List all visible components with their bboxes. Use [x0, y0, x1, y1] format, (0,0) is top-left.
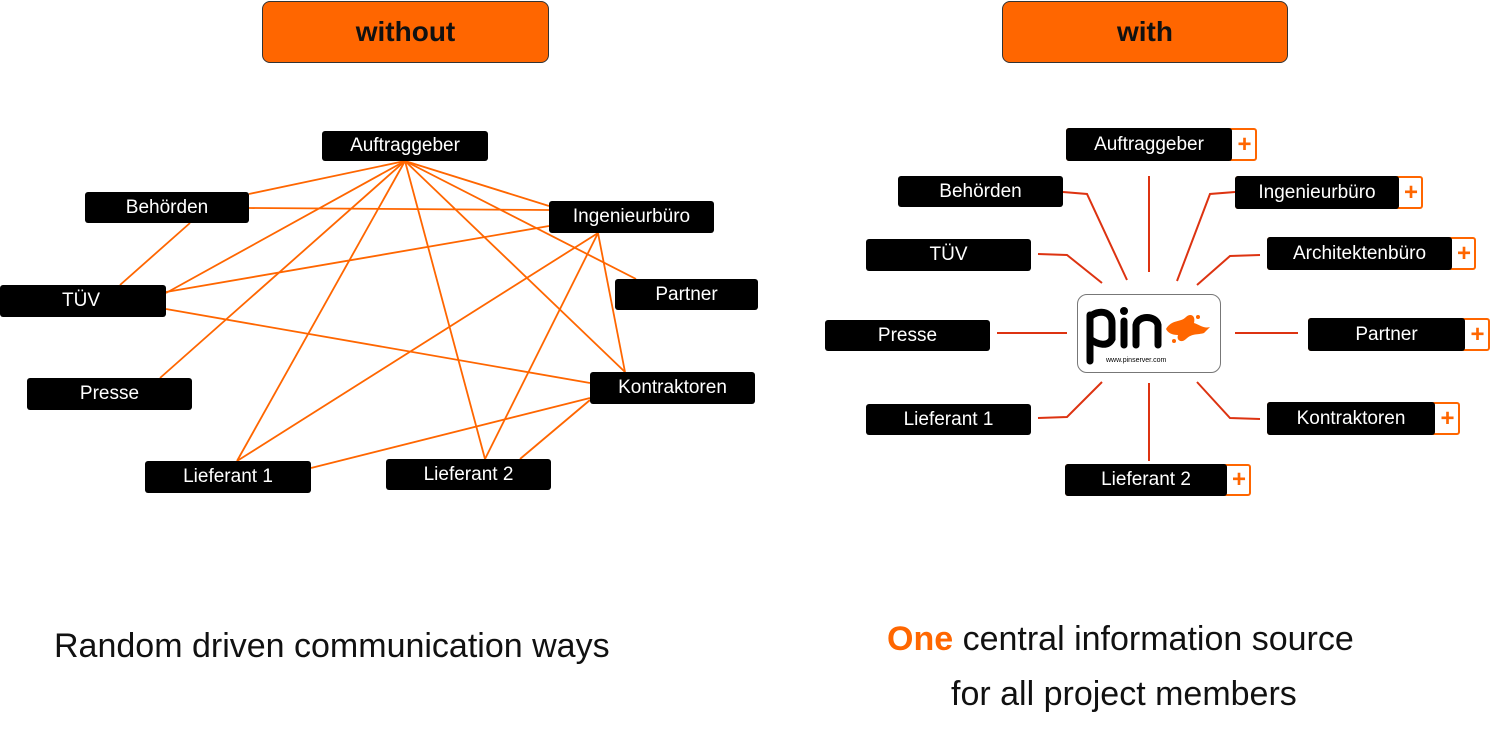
plus-icon[interactable]: + — [1237, 130, 1252, 158]
edge-auftraggeber-behoerden — [248, 160, 406, 195]
edge-tuev-kontraktoren — [165, 308, 591, 384]
spoke-architektenbuero — [1196, 254, 1261, 286]
edge-kontraktoren-lieferant2 — [519, 399, 591, 460]
edge-auftraggeber-lieferant1 — [236, 160, 406, 462]
without-header: without — [262, 1, 549, 63]
caption-right-line2: for all project members — [951, 675, 1297, 713]
node-presse: Presse — [27, 378, 192, 410]
node-lieferant2-hub: Lieferant 2 — [1065, 464, 1227, 496]
edge-auftraggeber-lieferant2 — [404, 160, 486, 460]
edge-auftraggeber-partner — [404, 160, 637, 280]
caption-right-accent: One — [887, 620, 954, 658]
node-auftraggeber: Auftraggeber — [322, 131, 488, 161]
node-lieferant1-hub: Lieferant 1 — [866, 404, 1031, 435]
pin-logo-icon — [1086, 307, 1210, 365]
caption-left: Random driven communication ways — [54, 627, 610, 665]
edge-behoerden-ingenieurbuero — [248, 207, 550, 211]
hub-spokes — [997, 176, 1298, 461]
edge-ingenieurbuero-lieferant2 — [484, 232, 599, 460]
node-kontraktoren-hub: Kontraktoren — [1267, 402, 1435, 435]
edge-tuev-ingenieurbuero — [165, 225, 550, 293]
node-partner-hub: Partner — [1308, 318, 1465, 351]
caption-right-text: central information source — [953, 620, 1354, 658]
edge-auftraggeber-ingenieurbuero — [404, 160, 550, 207]
plus-icon[interactable]: + — [1231, 466, 1246, 493]
node-presse-hub: Presse — [825, 320, 990, 351]
plus-icon[interactable]: + — [1440, 404, 1455, 432]
node-architektenbuero-hub: Architektenbüro — [1267, 237, 1452, 270]
with-header: with — [1002, 1, 1288, 63]
node-auftraggeber-hub: Auftraggeber — [1066, 128, 1232, 161]
plus-icon[interactable]: + — [1470, 320, 1485, 348]
pinserver-logo: www.pinserver.com — [1077, 294, 1221, 373]
spoke-ingenieurbuero — [1176, 191, 1236, 282]
plus-icon[interactable]: + — [1403, 178, 1418, 206]
node-tuev-hub: TÜV — [866, 239, 1031, 271]
edge-ingenieurbuero-kontraktoren — [597, 232, 626, 373]
edge-behoerden-tuev — [119, 222, 191, 286]
random-edges — [119, 160, 637, 469]
edge-ingenieurbuero-lieferant1 — [236, 232, 599, 462]
node-behoerden: Behörden — [85, 192, 249, 223]
spoke-behoerden — [1062, 191, 1128, 281]
node-ingenieurbuero: Ingenieurbüro — [549, 201, 714, 233]
edge-kontraktoren-lieferant1 — [310, 397, 591, 469]
node-lieferant1: Lieferant 1 — [145, 461, 311, 493]
node-ingenieurbuero-hub: Ingenieurbüro — [1235, 176, 1399, 209]
node-lieferant2: Lieferant 2 — [386, 459, 551, 490]
node-kontraktoren: Kontraktoren — [590, 372, 755, 404]
plus-icon[interactable]: + — [1456, 239, 1471, 267]
node-partner: Partner — [615, 279, 758, 310]
logo-url: www.pinserver.com — [1106, 357, 1167, 364]
node-behoerden-hub: Behörden — [898, 176, 1063, 207]
node-tuev: TÜV — [0, 285, 166, 317]
edge-auftraggeber-tuev — [165, 160, 406, 294]
edge-auftraggeber-kontraktoren — [404, 160, 626, 373]
edge-auftraggeber-presse — [159, 160, 406, 379]
caption-right-line1: One central information source — [887, 620, 1354, 659]
spoke-kontraktoren — [1196, 381, 1261, 420]
spoke-lieferant1 — [1037, 381, 1103, 419]
spoke-tuev — [1037, 253, 1103, 284]
